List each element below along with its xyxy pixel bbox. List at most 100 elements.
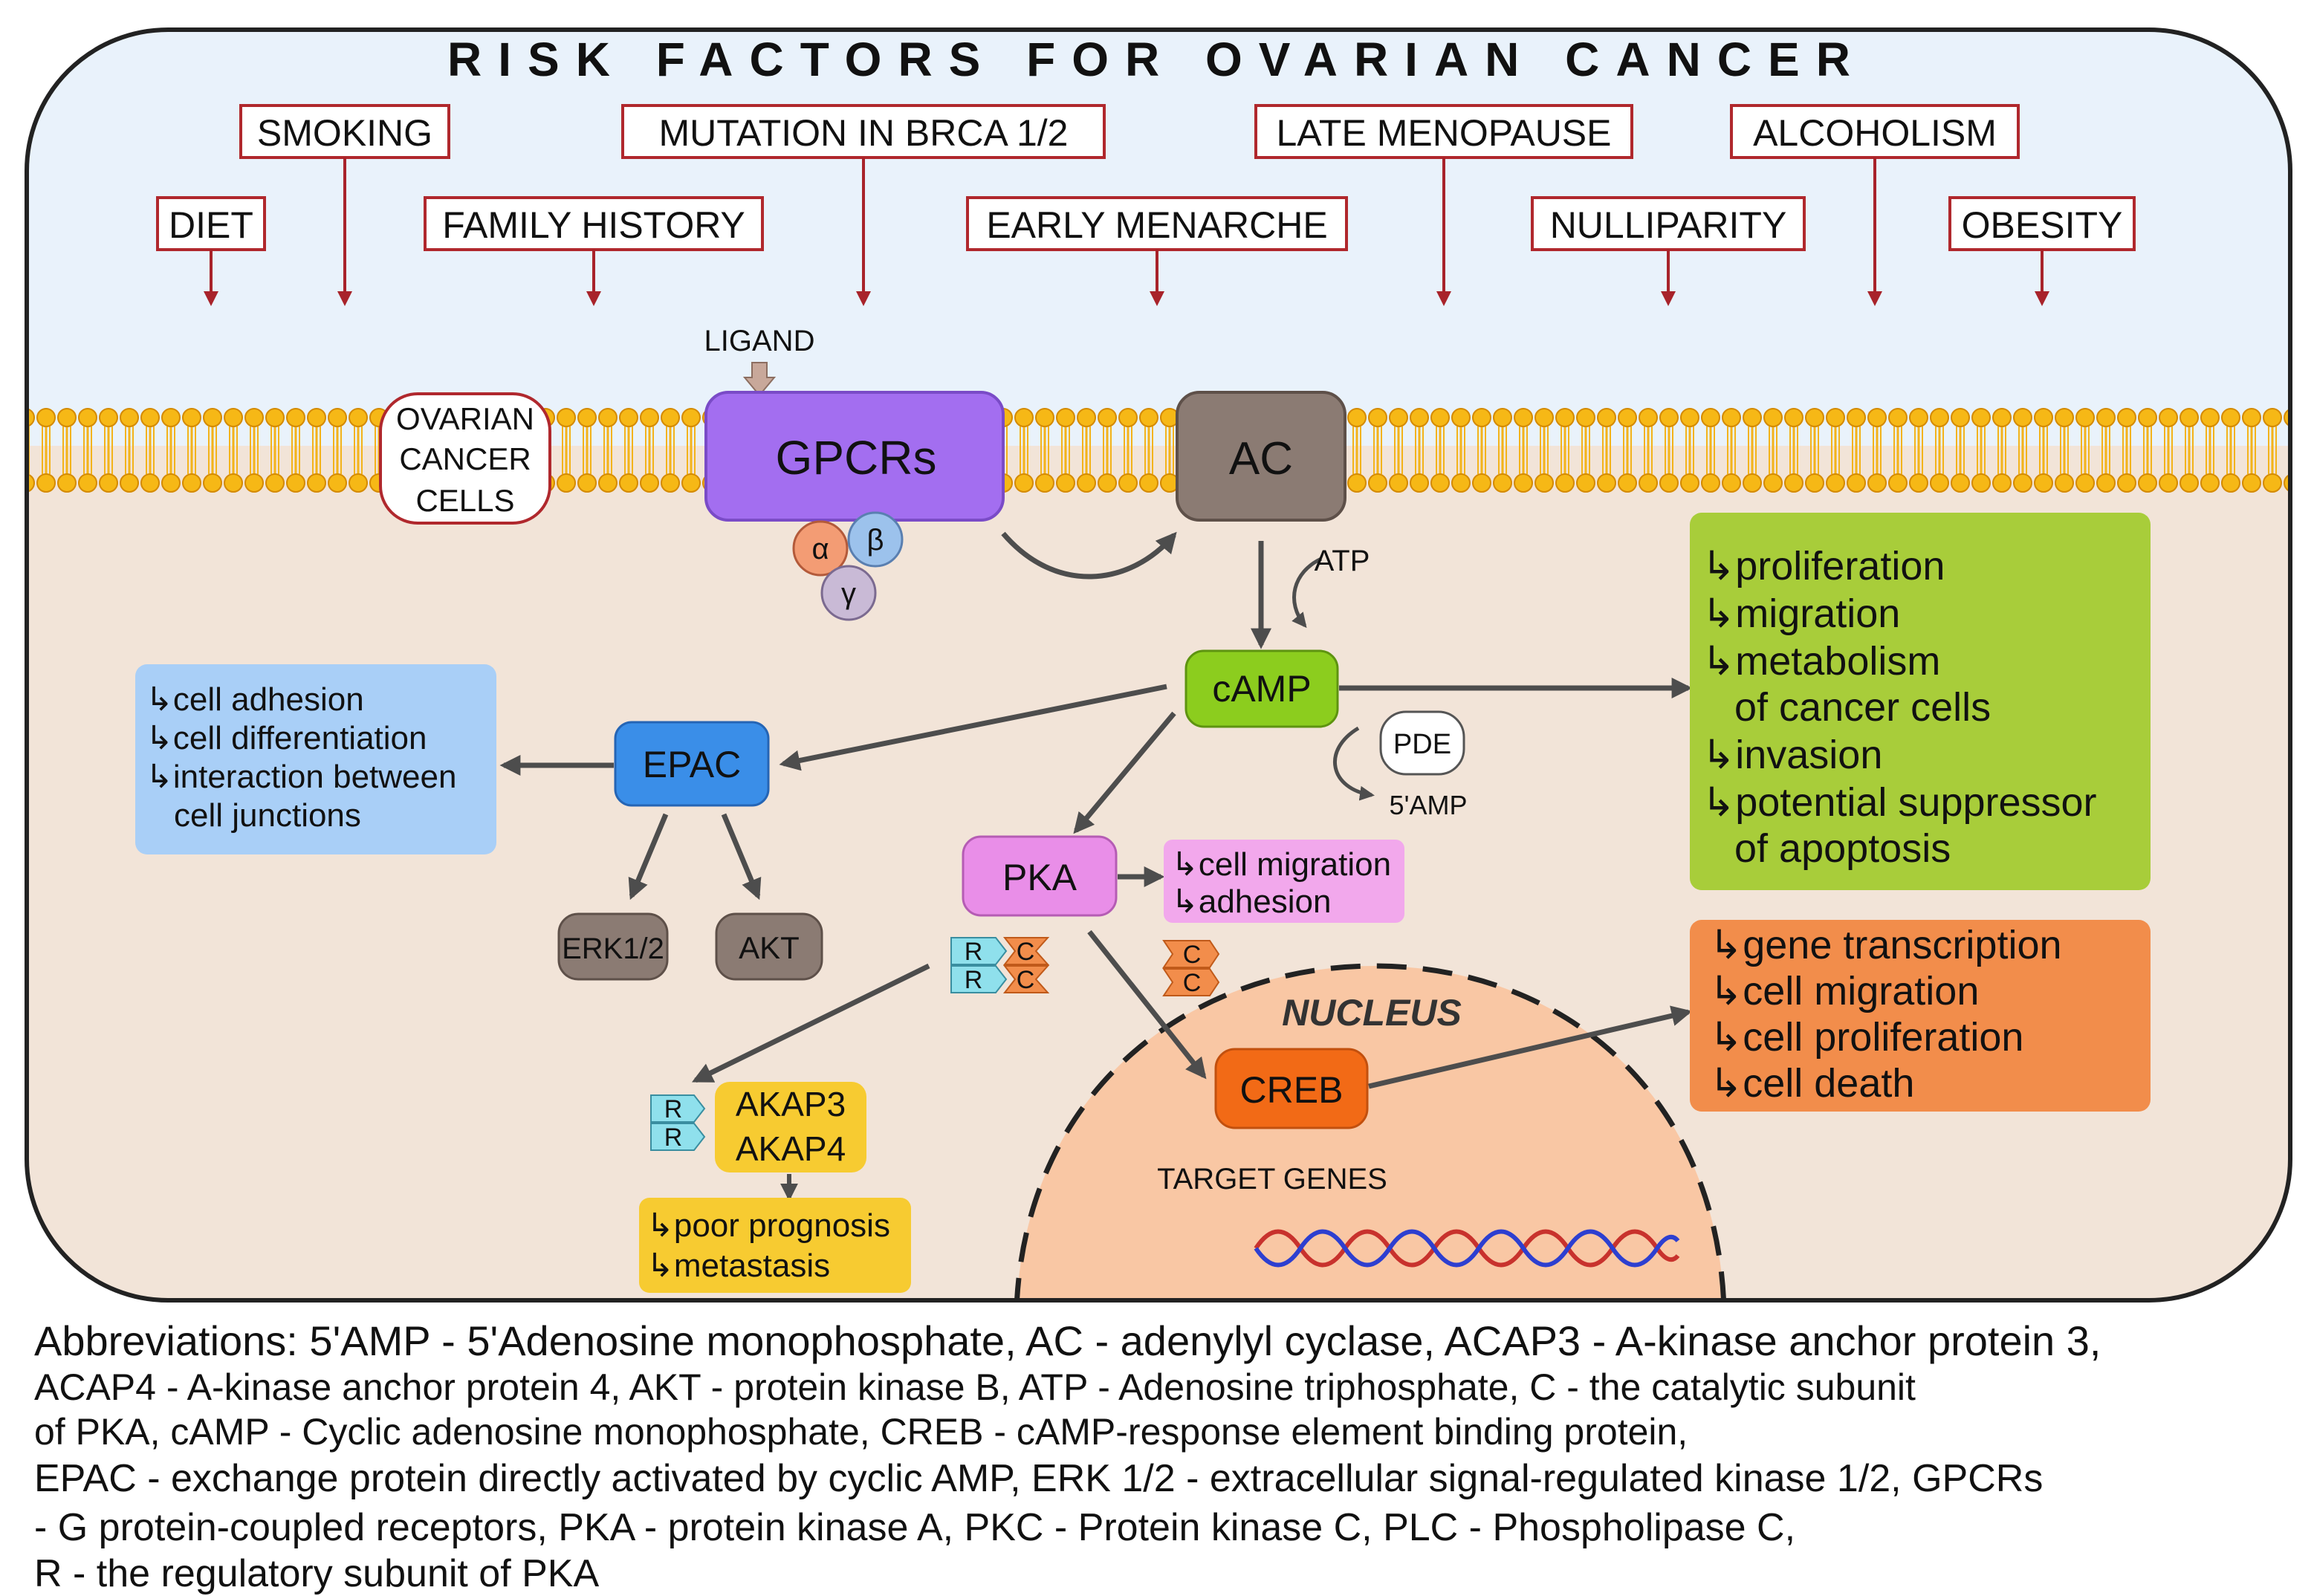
risk-factor-family-history: FAMILY HISTORY — [424, 196, 764, 251]
arrow-epac-to-akt — [721, 813, 762, 901]
effect-item: ↳cell differentiation — [146, 720, 427, 756]
amp5-label: 5'AMP — [1390, 790, 1468, 820]
risk-factor-label: SMOKING — [257, 112, 432, 154]
alpha-label: α — [811, 533, 829, 565]
abbreviations-line: R - the regulatory subunit of PKA — [34, 1552, 600, 1595]
effect-item: ↳cell migration — [1709, 969, 1979, 1013]
camp-label: cAMP — [1212, 668, 1311, 710]
risk-factor-label: LATE MENOPAUSE — [1276, 112, 1611, 154]
effect-item: ↳proliferation — [1702, 544, 1945, 588]
effect-item: ↳gene transcription — [1709, 923, 2062, 967]
pka-holoenzyme: R R C C — [950, 937, 1050, 994]
effect-item: ↳potential suppressor — [1702, 780, 2097, 825]
ac-label: AC — [1229, 433, 1293, 484]
beta-label: β — [866, 524, 884, 557]
arrow-gpcr-to-ac — [1001, 531, 1177, 580]
effect-item: ↳poor prognosis — [646, 1207, 890, 1244]
risk-factor-label: DIET — [169, 204, 253, 246]
risk-factor-obesity: OBESITY — [1948, 196, 2136, 251]
creb-effects-box: ↳gene transcription ↳cell migration ↳cel… — [1690, 920, 2151, 1112]
pde-label: PDE — [1393, 729, 1451, 760]
abbreviations-line: - G protein-coupled receptors, PKA - pro… — [34, 1506, 1796, 1549]
c-label: C — [1017, 938, 1035, 966]
epac-node: EPAC — [614, 721, 770, 807]
ligand-label: LIGAND — [704, 325, 815, 357]
r-label: R — [664, 1095, 683, 1123]
effect-item: ↳interaction between — [146, 759, 456, 795]
ligand-arrow — [742, 362, 777, 397]
arrow-pka-to-creb — [1087, 930, 1207, 1080]
effect-item: ↳metabolism — [1702, 639, 1940, 684]
r-label: R — [965, 966, 983, 994]
cell-label-line: CANCER — [399, 441, 531, 476]
epac-effects-box: ↳cell adhesion ↳cell differentiation ↳in… — [135, 664, 496, 854]
abbreviations-line: ACAP4 - A-kinase anchor protein 4, AKT -… — [34, 1366, 1916, 1408]
effect-item: of apoptosis — [1734, 826, 1951, 871]
beta-subunit — [847, 511, 904, 568]
c-label: C — [1183, 941, 1202, 969]
abbreviations-line: Abbreviations: 5'AMP - 5'Adenosine monop… — [34, 1317, 2101, 1364]
alpha-subunit — [792, 520, 849, 577]
effect-item: ↳cell proliferation — [1709, 1015, 2023, 1060]
nucleus-label: NUCLEUS — [1282, 992, 1462, 1034]
akt-label: AKT — [739, 930, 800, 965]
akap-effects-box: ↳poor prognosis ↳metastasis — [639, 1198, 911, 1293]
camp-effects-box: ↳proliferation ↳migration ↳metabolism of… — [1690, 513, 2151, 890]
cell-label-line: CELLS — [415, 483, 514, 518]
cell-type-label: OVARIAN CANCER CELLS — [379, 392, 551, 525]
risk-factor-label: ALCOHOLISM — [1753, 112, 1997, 154]
akt-node: AKT — [715, 912, 823, 981]
atp-curve — [1292, 557, 1323, 629]
target-genes-label: TARGET GENES — [1157, 1163, 1387, 1196]
risk-factor-diet: DIET — [156, 196, 266, 251]
effect-item: ↳cell death — [1709, 1061, 1914, 1106]
abbreviations-line: of PKA, cAMP - Cyclic adenosine monophos… — [34, 1411, 1688, 1453]
gamma-label: γ — [841, 577, 856, 610]
pka-node: PKA — [962, 835, 1118, 917]
effect-item: ↳invasion — [1702, 733, 1882, 777]
effect-item: ↳migration — [1702, 591, 1900, 636]
r-label: R — [965, 938, 983, 966]
erk-node: ERK1/2 — [557, 912, 669, 981]
free-catalytic-subunits: C C — [1162, 940, 1220, 997]
creb-label: CREB — [1240, 1069, 1344, 1111]
erk-label: ERK1/2 — [562, 932, 664, 965]
risk-factor-alcoholism: ALCOHOLISM — [1730, 104, 2020, 159]
risk-factor-label: MUTATION IN BRCA 1/2 — [658, 112, 1068, 154]
gpcrs-receptor: GPCRs — [704, 391, 1005, 522]
pka-effects-box: ↳cell migration ↳adhesion — [1164, 840, 1404, 923]
gpcrs-label: GPCRs — [776, 431, 937, 484]
risk-arrows — [204, 158, 2049, 306]
risk-factor-label: EARLY MENARCHE — [986, 204, 1327, 246]
c-label: C — [1183, 969, 1202, 997]
nucleus-shape — [1014, 963, 1727, 1300]
risk-factor-brca: MUTATION IN BRCA 1/2 — [621, 104, 1106, 159]
cell-label-line: OVARIAN — [396, 401, 534, 436]
arrow-creb-to-effects — [1368, 1005, 1693, 1089]
risk-factor-late-menopause: LATE MENOPAUSE — [1254, 104, 1633, 159]
creb-node: CREB — [1214, 1048, 1369, 1129]
abbreviations-line: EPAC - exchange protein directly activat… — [34, 1457, 2044, 1500]
dna-helix-icon — [1254, 1229, 1680, 1268]
c-label: C — [1017, 966, 1035, 994]
effect-item: ↳metastasis — [646, 1248, 830, 1284]
arrow-camp-to-epac — [779, 684, 1167, 771]
membrane — [27, 407, 2290, 493]
effect-item: cell junctions — [174, 797, 361, 834]
risk-factor-label: FAMILY HISTORY — [442, 204, 745, 246]
risk-factors: SMOKING MUTATION IN BRCA 1/2 LATE MENOPA… — [156, 104, 2136, 251]
effect-item: ↳cell adhesion — [146, 681, 364, 718]
gamma-subunit — [820, 565, 877, 621]
pka-label: PKA — [1002, 857, 1077, 898]
effect-item: of cancer cells — [1734, 685, 1991, 730]
effect-item: ↳cell migration — [1171, 846, 1391, 883]
arrow-rc-to-akap — [691, 963, 930, 1083]
akap-complex: R R AKAP3 AKAP4 — [650, 1082, 866, 1172]
r-label: R — [664, 1123, 683, 1152]
atp-label: ATP — [1315, 545, 1370, 577]
risk-factor-label: OBESITY — [1962, 204, 2123, 246]
effect-item: ↳adhesion — [1171, 883, 1331, 920]
arrow-epac-to-erk — [628, 813, 669, 901]
risk-factor-label: NULLIPARITY — [1550, 204, 1787, 246]
